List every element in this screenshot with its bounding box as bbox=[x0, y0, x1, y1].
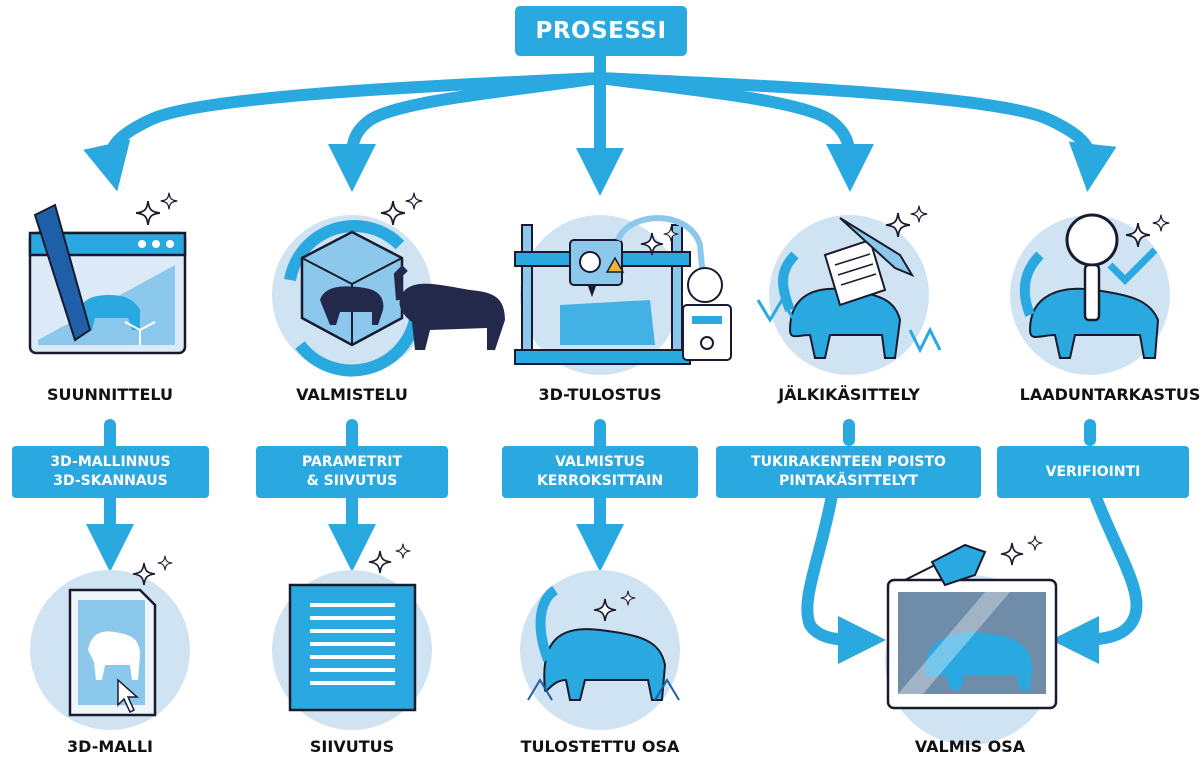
stage-label-quality: LAADUNTARKASTUS bbox=[1019, 385, 1201, 404]
result-label-3d-model: 3D-MALLI bbox=[67, 737, 153, 756]
step-pill-post-processing: TUKIRAKENTEEN POISTO PINTAKÄSITTELYT bbox=[716, 446, 981, 498]
step-line: & SIIVUTUS bbox=[306, 473, 398, 489]
printed-part-icon bbox=[520, 570, 680, 730]
stage-label-preparation: VALMISTELU bbox=[296, 385, 408, 404]
step-line: VALMISTUS bbox=[555, 454, 645, 470]
step-line: 3D-MALLINNUS bbox=[50, 454, 171, 470]
3d-printer-icon bbox=[514, 215, 732, 375]
top-connectors bbox=[83, 52, 1117, 196]
process-title: PROSESSI bbox=[515, 6, 687, 56]
stage-label-design: SUUNNITTELU bbox=[47, 385, 173, 404]
stage-label-post-processing: JÄLKIKÄSITTELY bbox=[778, 385, 920, 404]
step-line: PINTAKÄSITTELYT bbox=[779, 473, 918, 489]
result-label-finished-part: VALMIS OSA bbox=[914, 737, 1026, 756]
stage-label-printing: 3D-TULOSTUS bbox=[538, 385, 662, 404]
step-pill-quality: VERIFIOINTI bbox=[997, 446, 1189, 498]
step-pill-preparation: PARAMETRIT & SIIVUTUS bbox=[256, 446, 448, 498]
step-line: TUKIRAKENTEEN POISTO bbox=[751, 454, 946, 470]
3d-model-file-icon bbox=[30, 555, 190, 730]
step-line: VERIFIOINTI bbox=[1045, 463, 1141, 480]
post-processing-icon bbox=[756, 205, 942, 375]
preparation-icon bbox=[272, 192, 505, 377]
result-label-slicing: SIIVUTUS bbox=[309, 737, 395, 756]
step-pill-printing: VALMISTUS KERROKSITTAIN bbox=[502, 446, 698, 498]
step-pill-design: 3D-MALLINNUS 3D-SKANNAUS bbox=[12, 446, 209, 498]
result-label-printed-part: TULOSTETTU OSA bbox=[520, 737, 680, 756]
step-line: PARAMETRIT bbox=[301, 454, 402, 470]
slicing-icon bbox=[272, 543, 432, 730]
design-icon bbox=[28, 192, 187, 355]
finished-part-icon bbox=[885, 535, 1058, 745]
step-line: KERROKSITTAIN bbox=[536, 473, 664, 489]
quality-inspection-icon bbox=[1010, 213, 1170, 375]
step-line: 3D-SKANNAUS bbox=[53, 473, 168, 489]
